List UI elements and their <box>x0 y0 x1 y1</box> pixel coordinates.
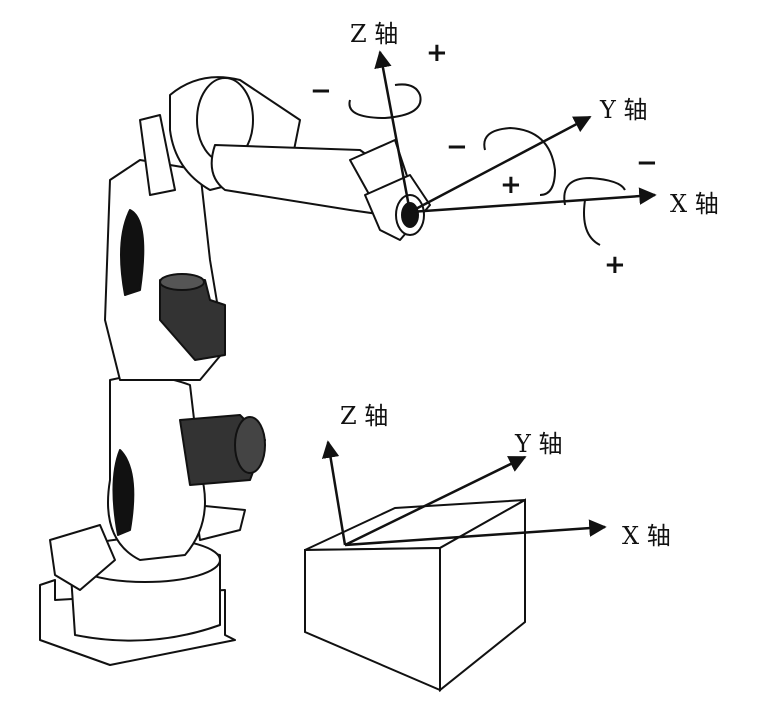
user-z-axis-label: Z 轴 <box>340 402 389 430</box>
robot-motor-upper <box>159 279 226 361</box>
user-frame-axes <box>321 440 607 547</box>
tool-x-minus-sign: − <box>636 148 658 178</box>
z-rotation-arrow-icon <box>348 83 422 120</box>
tool-frame-axes <box>348 50 657 246</box>
tool-z-plus-sign: + <box>426 38 448 68</box>
x-rotation-arrow-icon <box>563 176 626 246</box>
tool-y-minus-sign: − <box>446 132 468 162</box>
user-y-axis-arrow <box>344 455 527 547</box>
tool-x-plus-sign: + <box>604 250 626 280</box>
user-x-axis-arrow <box>344 519 607 547</box>
tool-x-axis-arrow <box>409 187 657 214</box>
user-z-axis-arrow <box>321 440 347 546</box>
tool-x-axis-label: X 轴 <box>670 190 719 218</box>
tool-z-axis-arrow <box>374 50 412 213</box>
tool-y-axis-label: Y 轴 <box>600 96 648 124</box>
robot-arm-illustration <box>39 76 431 666</box>
tool-z-axis-label: Z 轴 <box>350 20 399 48</box>
workpiece-box <box>304 498 526 693</box>
tool-y-plus-sign: + <box>500 170 522 200</box>
tool-z-minus-sign: − <box>310 76 332 106</box>
y-rotation-arrow-icon <box>483 126 557 196</box>
user-x-axis-label: X 轴 <box>622 522 671 550</box>
tool-y-axis-arrow <box>409 115 592 214</box>
user-y-axis-label: Y 轴 <box>515 430 563 458</box>
